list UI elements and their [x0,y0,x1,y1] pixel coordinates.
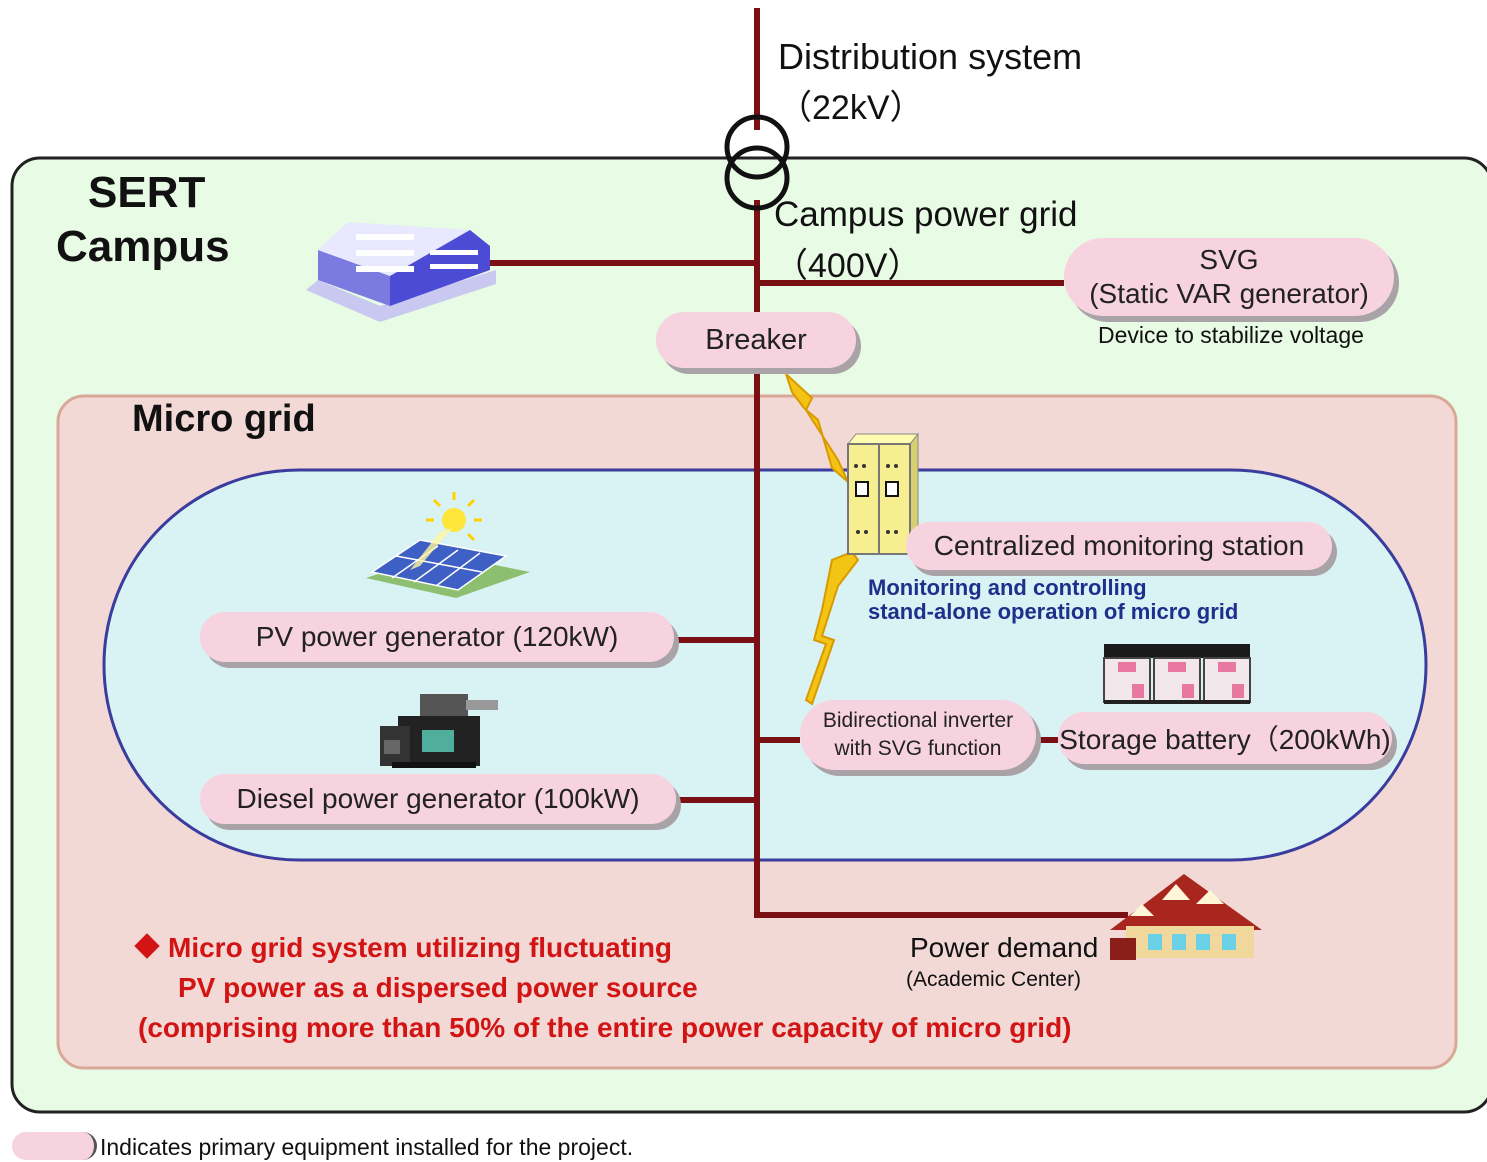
monitoring-desc-line2: stand-alone operation of micro grid [868,599,1239,624]
svg-label-line1: SVG [1199,244,1259,275]
campus-title-line2: Campus [56,222,230,271]
monitoring-description: Monitoring and controlling stand-alone o… [868,576,1238,624]
storage-battery-label: Storage battery（200kWh) [1058,712,1392,764]
legend-swatch [12,1132,97,1160]
svg-equipment-label: SVG (Static VAR generator) [1064,238,1394,316]
diesel-generator-icon [380,694,498,768]
note-line1: Micro grid system utilizing fluctuating [168,932,673,963]
note-line3: (comprising more than 50% of the entire … [138,1012,1072,1043]
campus-title: SERT Campus [56,166,230,274]
campus-grid-voltage: （400V） [774,247,922,285]
inverter-label: Bidirectional inverter with SVG function [800,700,1036,770]
micro-grid-note: Micro grid system utilizing fluctuating … [134,928,1072,1048]
legend-text: Indicates primary equipment installed fo… [100,1134,634,1160]
breaker-label: Breaker [656,312,856,368]
monitoring-desc-line1: Monitoring and controlling [868,575,1147,600]
pv-generator-label: PV power generator (120kW) [200,612,674,662]
diesel-generator-label: Diesel power generator (100kW) [200,774,676,824]
svg-label-line2: (Static VAR generator) [1089,278,1369,309]
note-line1-row: Micro grid system utilizing fluctuating [134,928,1072,968]
transformer-icon [724,114,790,211]
inverter-line2: with SVG function [834,737,1002,760]
svg-description: Device to stabilize voltage [1098,322,1364,348]
campus-title-line1: SERT [88,168,206,217]
inverter-line1: Bidirectional inverter [822,709,1014,732]
campus-building-icon [306,222,496,322]
distribution-voltage: （22kV） [778,89,924,127]
diamond-bullet-icon [134,933,160,959]
storage-battery-icon [1103,644,1251,704]
note-line2: PV power as a dispersed power source [178,972,698,1003]
communication-link-icon [785,373,860,706]
power-demand-subtitle: (Academic Center) [906,968,1082,991]
monitoring-station-icon [846,432,920,558]
solar-panel-icon [366,492,530,598]
monitoring-station-label: Centralized monitoring station [906,522,1332,570]
distribution-system-title: Distribution system [778,36,1083,77]
campus-grid-title: Campus power grid [774,195,1078,234]
micro-grid-title: Micro grid [132,398,316,440]
power-demand-title: Power demand [910,932,1099,963]
academic-center-icon [1110,874,1262,960]
